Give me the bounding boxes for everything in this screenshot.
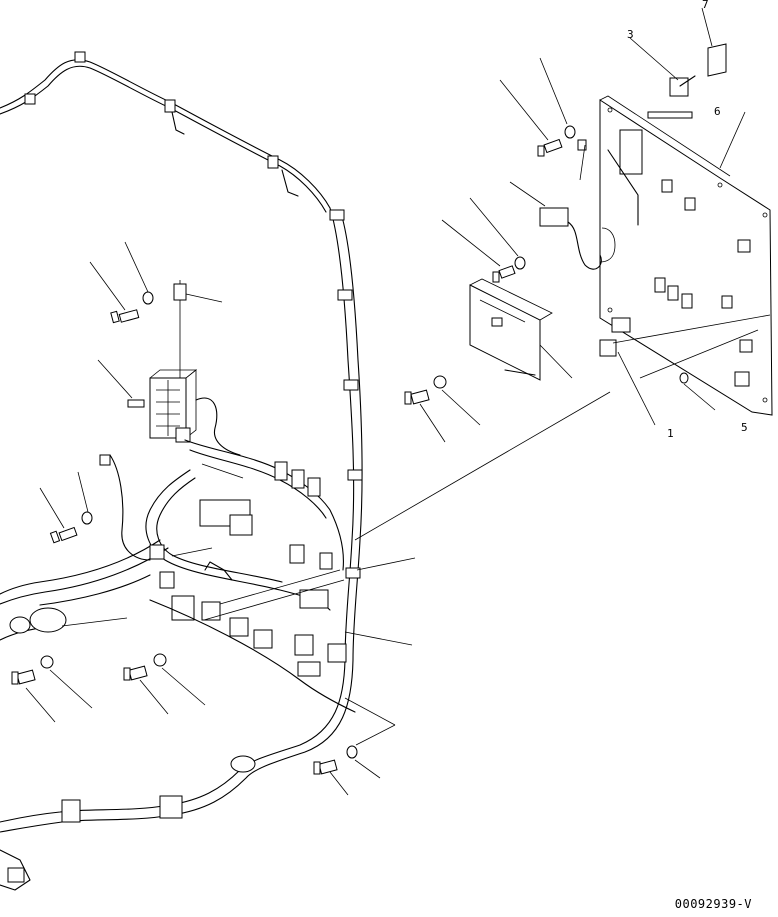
leader-lines xyxy=(61,7,759,746)
callout-6: 6 xyxy=(714,105,721,118)
left-bolts-and-washers xyxy=(11,241,381,796)
mounting-plate-assembly xyxy=(539,43,773,416)
callout-3-top: 3 xyxy=(627,28,634,41)
document-number: 00092939-V xyxy=(674,897,752,911)
fuse-box-assembly xyxy=(149,280,241,456)
upper-harness-branch xyxy=(0,51,331,213)
right-bolts-and-washers xyxy=(404,57,586,443)
central-harness-bundle xyxy=(0,439,356,891)
vertical-harness xyxy=(0,207,363,833)
callout-1: 1 xyxy=(667,427,674,440)
callout-5: 5 xyxy=(741,421,748,434)
callout-7: 7 xyxy=(702,0,709,11)
mounting-bracket xyxy=(469,278,553,381)
